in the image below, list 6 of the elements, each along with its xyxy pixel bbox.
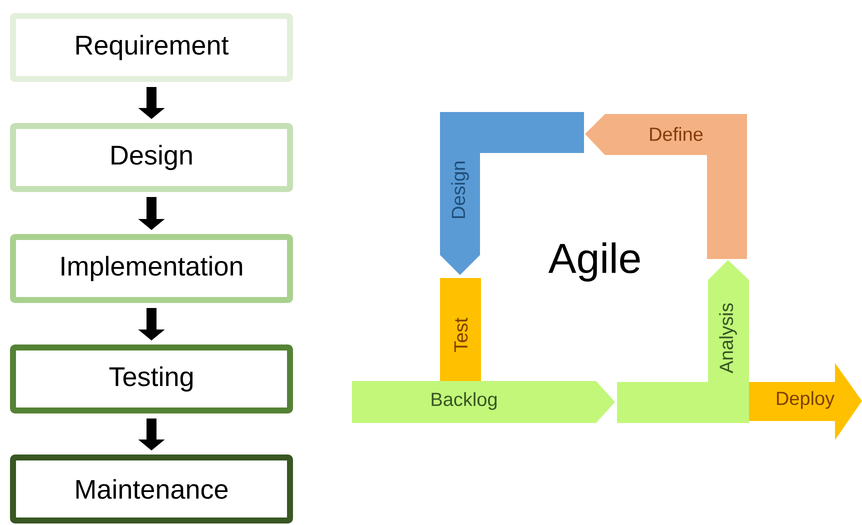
process-box: Design	[10, 123, 293, 192]
bar: Test	[440, 278, 481, 386]
process-box: Requirement	[10, 13, 293, 82]
process-box: Maintenance	[10, 454, 293, 524]
process-box: Implementation	[10, 234, 293, 303]
process-box: Testing	[10, 344, 293, 414]
